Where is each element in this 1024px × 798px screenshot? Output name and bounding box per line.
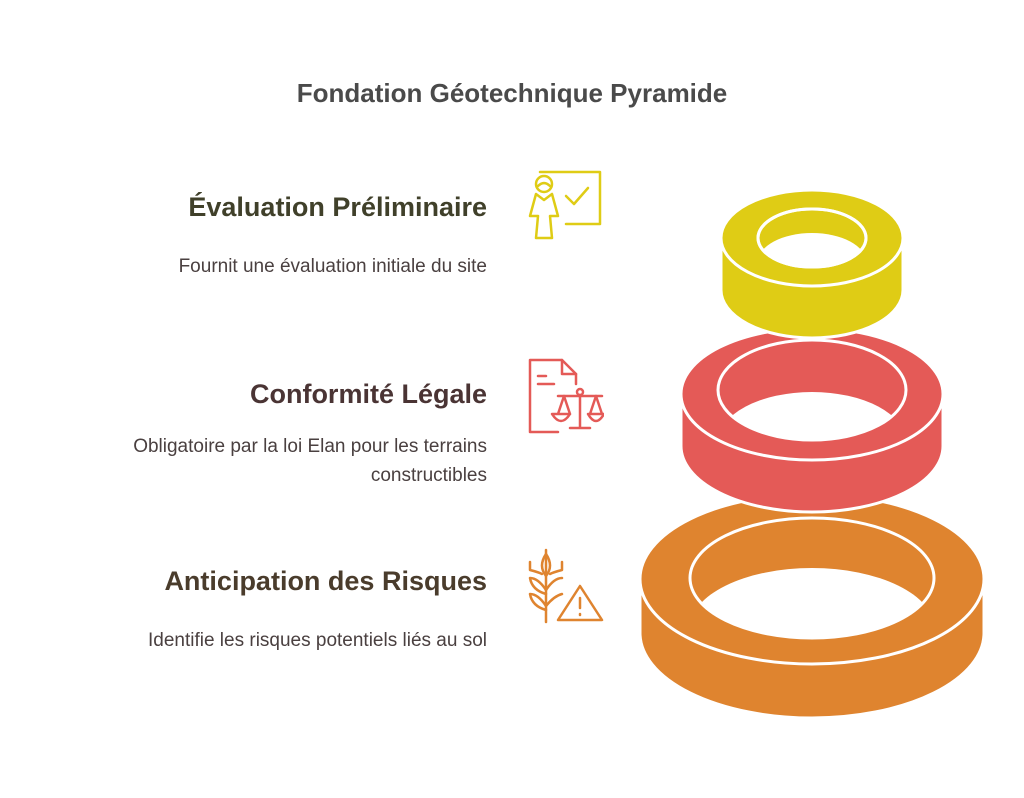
legal-document-scale-icon xyxy=(528,358,604,434)
description-conformite: Obligatoire par la loi Elan pour les ter… xyxy=(133,436,487,486)
heading-anticipation: Anticipation des Risques xyxy=(164,566,487,596)
ring-anticipation xyxy=(638,492,986,720)
diagram-title: Fondation Géotechnique Pyramide xyxy=(296,78,728,108)
description-evaluation: Fournit une évaluation initiale du site xyxy=(178,256,487,277)
presenter-checklist-icon xyxy=(528,170,602,240)
ring-evaluation xyxy=(719,188,905,340)
wheat-warning-icon xyxy=(528,548,604,624)
heading-conformite: Conformité Légale xyxy=(249,379,487,409)
heading-evaluation: Évaluation Préliminaire xyxy=(188,192,487,222)
description-anticipation: Identifie les risques potentiels liés au… xyxy=(147,630,487,651)
ring-conformite xyxy=(679,326,945,514)
